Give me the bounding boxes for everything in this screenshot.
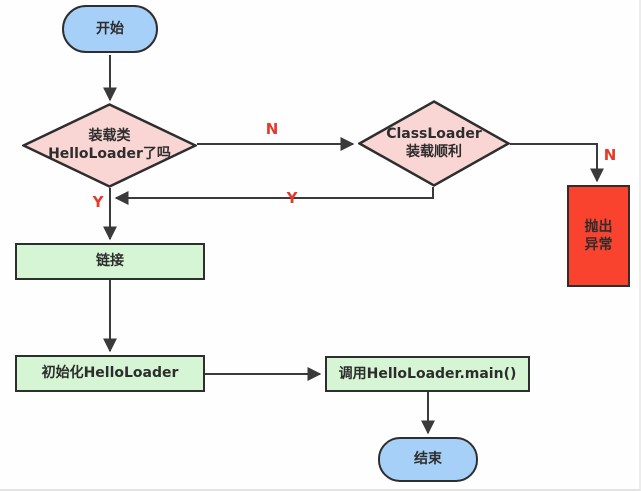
init-node: 初始化HelloLoader	[15, 355, 205, 392]
diamond-icon	[358, 100, 510, 187]
call-main-node: 调用HelloLoader.main()	[325, 356, 530, 392]
init-label: 初始化HelloLoader	[41, 365, 179, 382]
start-node: 开始	[62, 5, 158, 53]
diamond-icon	[22, 103, 197, 188]
link-node: 链接	[15, 243, 205, 280]
call-main-label: 调用HelloLoader.main()	[338, 365, 517, 382]
decision-loaded-shape	[22, 103, 197, 188]
start-label: 开始	[96, 20, 124, 37]
connector-decision-classloader-to-exception	[510, 143, 604, 183]
edge-label-n-to-exception: N	[603, 146, 617, 164]
decision-loaded-node: 装载类 HelloLoader了吗	[22, 103, 197, 188]
connector-decision-classloader-return	[114, 187, 434, 205]
decision-classloader-label: ClassLoader 装载顺利	[386, 126, 482, 160]
throw-exception-node: 抛出 异常	[567, 185, 630, 287]
decision-classloader-shape	[358, 100, 510, 187]
link-label: 链接	[96, 253, 124, 270]
decision-classloader-node: ClassLoader 装载顺利	[358, 100, 510, 187]
edge-label-y-return: Y	[286, 189, 298, 207]
throw-exception-label: 抛出 异常	[584, 218, 613, 253]
end-label: 结束	[414, 451, 442, 468]
edge-label-y-to-link: Y	[92, 193, 104, 211]
end-node: 结束	[378, 437, 478, 482]
edge-label-n-to-classloader: N	[265, 120, 279, 138]
decision-loaded-label: 装载类 HelloLoader了吗	[48, 128, 171, 162]
